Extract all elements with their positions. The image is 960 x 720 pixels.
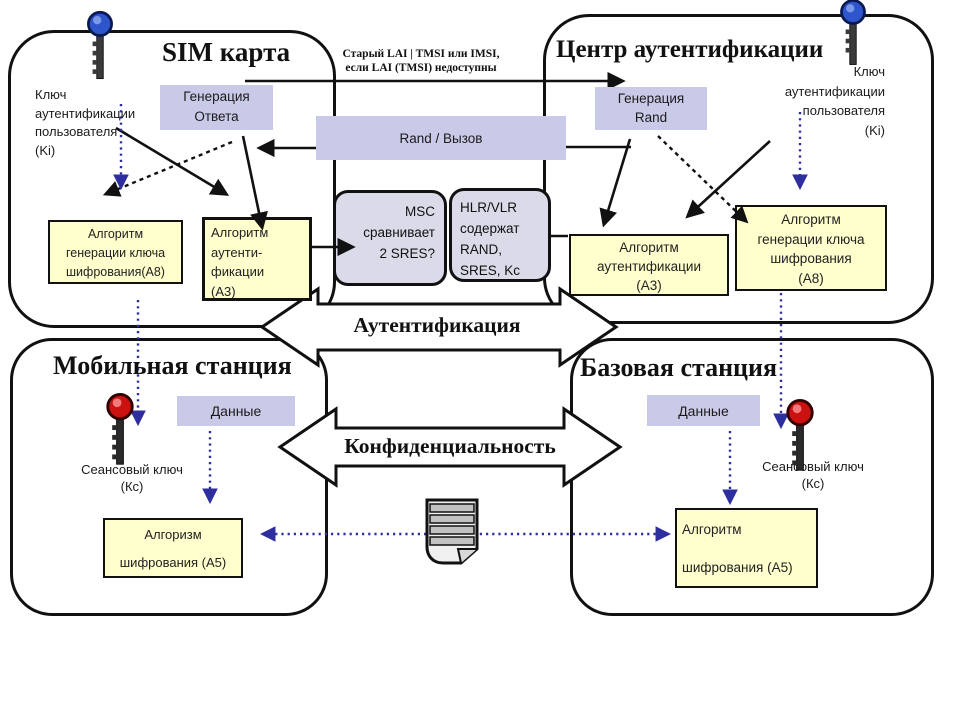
a3-right-box: Алгоритм аутентификации (А3) [569,234,729,296]
authentication-banner-label: Аутентификация [353,313,521,337]
ki-label-right: Ключ аутентификации пользователя (Ki) [784,64,885,138]
panel-title-sim: SIM карта [162,37,291,67]
panel-title-base: Базовая станция [580,353,778,382]
arrow-ki-to-a3-right [685,140,771,219]
session-key-label-left: Сеансовый ключ (Кс) [81,462,183,494]
data-box-left: Данные [177,396,295,426]
a8-left-box: Алгоритм генерации ключа шифрования(А8) [48,220,183,284]
session-key-label-right: Сеансовый ключ (Кс) [762,459,864,491]
hlr-vlr-box: HLR/VLR содержат RAND, SRES, Kc [449,188,551,282]
auth-key-icon-blue-right [840,0,866,65]
a5-left-box: Алгоризм шифрования (А5) [103,518,243,578]
msc-box: MSC сравнивает 2 SRES? [333,190,447,286]
a8-right-box: Алгоритм генерации ключа шифрования (А8) [735,205,887,291]
a3-left-box: Алгоритм аутенти- фикации (А3) [202,217,312,301]
panel-title-auth-center: Центр аутентификации [556,36,824,63]
session-key-icon-red-right [786,398,814,471]
old-lai-label: Старый LAI | TMSI или IMSI, если LAI (TM… [342,48,500,74]
arrow-ki-to-a3-left [115,126,230,196]
gen-rand-box: Генерация Rand [595,87,707,130]
confidentiality-banner-label: Конфиденциальность [344,434,556,458]
panel-title-mobile: Мобильная станция [53,351,292,380]
data-box-right: Данные [647,395,760,426]
rand-call-box: Rand / Вызов [316,116,566,160]
auth-key-icon-blue-left [87,10,113,80]
a5-right-box: Алгоритм шифрования (А5) [675,508,818,588]
panel-mobile-station [10,338,328,616]
authentication-banner-arrow [259,286,619,368]
arrow-response-to-a3-left [241,135,268,231]
session-key-icon-red-left [106,392,134,465]
gen-response-box: Генерация Ответа [160,85,273,130]
ki-label-left: Ключ аутентификации пользователя (Ki) [35,87,136,158]
arrow-rand-to-a8-right-dashed [657,135,749,224]
confidentiality-banner-arrow [277,406,623,488]
arrow-genrand-to-a3-right [599,138,632,228]
